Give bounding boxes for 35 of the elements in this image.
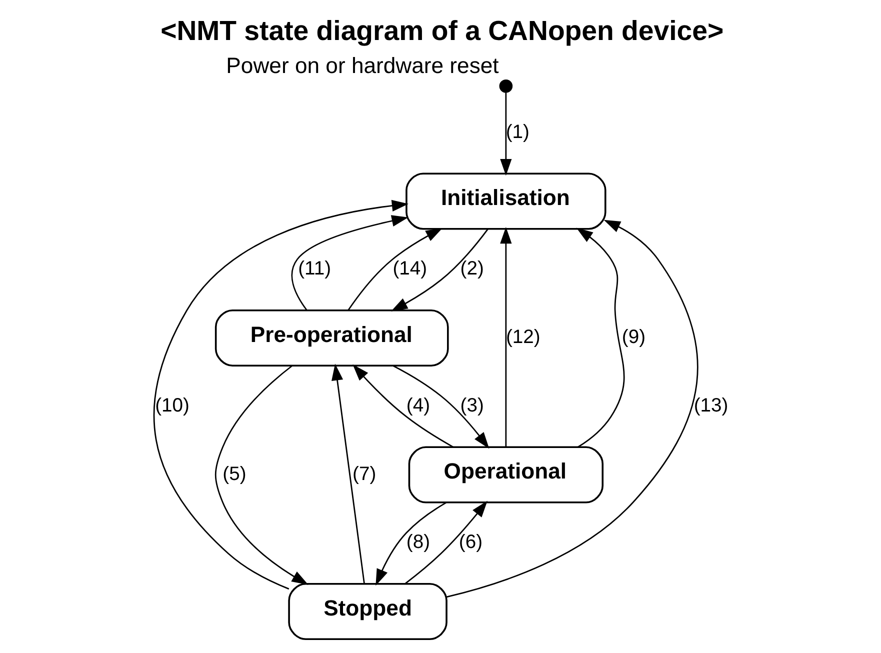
edge-label: (14) [392,258,427,280]
node-box: Initialisation [405,172,606,230]
arrow [446,220,698,598]
arrow [500,226,512,447]
edge-label: (7) [352,464,376,485]
arrow [500,92,512,176]
node-box: Pre-operational [214,309,448,367]
arrow [331,364,364,584]
edge-label: (6) [458,532,482,554]
arrow [576,228,624,448]
edge-label: (4) [406,395,430,416]
arrow [392,365,489,449]
edge-label: (1) [505,122,529,143]
edge-label: (9) [621,327,646,348]
arrow [390,228,488,312]
arrow [152,200,408,590]
edge-label: (11) [298,258,331,280]
arrow [352,364,453,448]
edge-label: (13) [693,395,728,416]
edge-label: (12) [506,327,540,348]
arrow [214,365,308,585]
arrow [290,215,408,311]
node-label: Power on or hardware reset [226,52,498,78]
diagram-title: <NMT state diagram of a CANopen device> [160,15,724,46]
edge-label: (3) [460,395,484,416]
arrow [347,228,442,311]
edge-label: (5) [222,464,246,485]
node-box: Stopped [288,582,447,640]
arrow [375,502,446,586]
node-box: Operational [408,446,604,504]
edge-label: (8) [406,532,430,554]
arrow [404,500,487,584]
edge-label: (2) [460,258,484,280]
edge-label: (10) [154,395,190,416]
node-circle [498,79,512,93]
